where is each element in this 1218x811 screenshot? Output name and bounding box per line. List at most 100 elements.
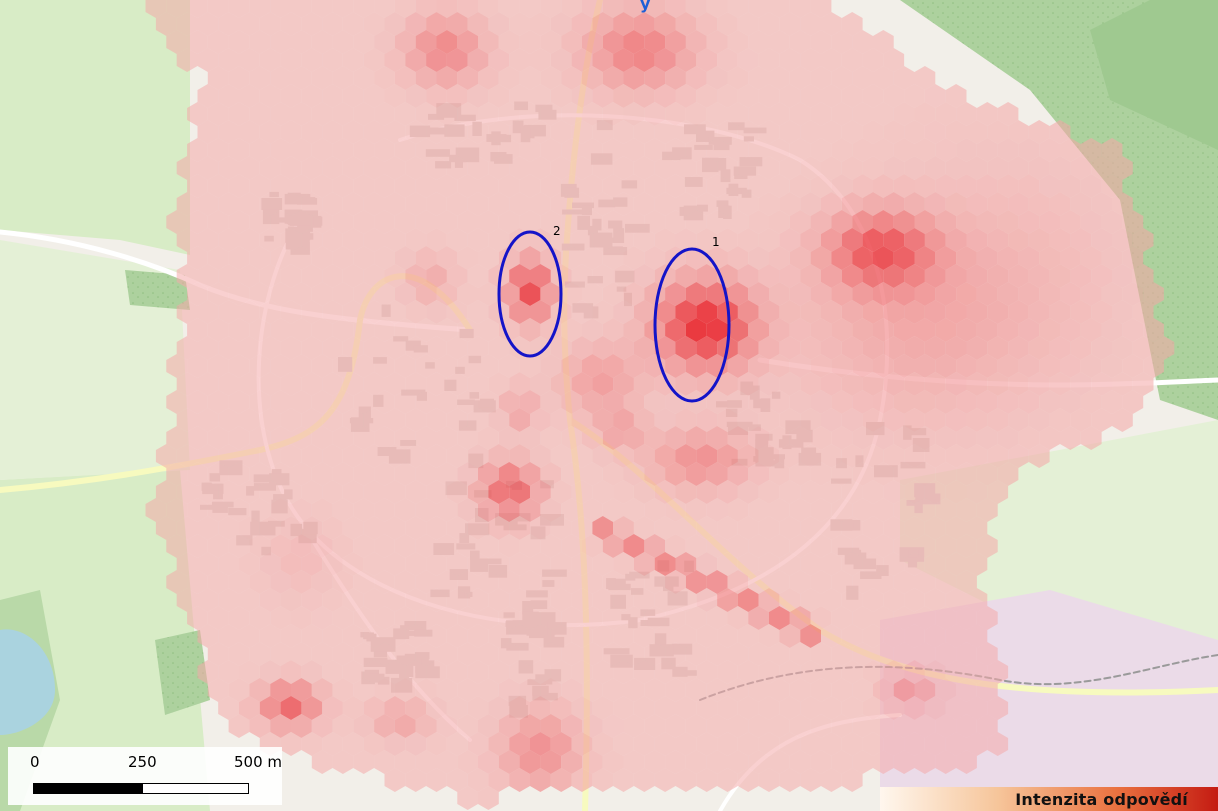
hex-cell [571,84,593,108]
hex-cell [904,300,925,324]
hex-cell [197,156,219,180]
hex-cell [550,12,572,36]
hex-cell [623,138,645,162]
hex-cell [633,120,655,144]
hex-cell [1122,354,1144,378]
hex-cell [280,228,302,252]
legend-title: Intenzita odpovědí [1015,790,1188,809]
hex-cell [426,12,447,36]
hex-cell [457,750,478,774]
hex-cell [249,426,271,450]
hex-cell [218,156,239,180]
hex-cell [1049,228,1071,252]
hex-cell [446,192,468,216]
hex-cell [291,462,312,486]
hex-cell [498,642,520,666]
hex-cell [883,300,905,324]
hex-cell [446,300,468,324]
hex-cell [935,174,957,198]
hex-cell [935,498,957,522]
hex-cell [301,228,323,252]
hex-cell [675,732,697,756]
hex-cell [415,318,437,342]
hex-cell [779,192,801,216]
hex-cell [426,480,447,504]
hex-cell [966,660,988,684]
hex-cell [717,444,738,468]
hex-cell [519,606,541,630]
hex-cell [259,336,281,360]
hex-cell [935,606,957,630]
hex-cell [613,624,634,648]
hex-cell [633,624,655,648]
hex-cell [405,732,427,756]
hex-cell [956,534,977,558]
hex-cell [467,84,489,108]
hex-cell [883,192,905,216]
hex-cell [675,264,697,288]
hex-cell [197,48,219,72]
hex-cell [519,390,541,414]
hex-cell [966,516,988,540]
hex-cell [976,462,998,486]
hex-cell [197,408,219,432]
hex-cell [228,534,250,558]
hex-cell [1070,408,1092,432]
hex-cell [758,660,780,684]
hex-cell [519,246,541,270]
hex-cell [873,174,894,198]
hex-cell [592,696,614,720]
hex-cell [374,174,395,198]
hex-cell [353,534,375,558]
hex-cell [561,534,582,558]
hex-cell [301,624,323,648]
hex-cell [239,552,260,576]
hex-cell [602,426,624,450]
hex-cell [342,84,364,108]
hex-cell [644,174,666,198]
hex-cell [862,696,884,720]
hex-cell [966,300,988,324]
hex-cell [478,66,499,90]
hex-cell [498,534,520,558]
hex-cell [280,408,302,432]
hex-cell [530,408,551,432]
hex-cell [467,120,489,144]
hex-cell [498,282,520,306]
hex-cell [644,426,666,450]
hex-cell [187,570,208,594]
hex-cell [1070,264,1092,288]
hex-cell [873,426,894,450]
hex-cell [187,390,208,414]
hex-cell [623,390,645,414]
hex-cell [322,480,343,504]
hex-cell [976,102,998,126]
hex-cell [384,264,406,288]
hex-cell [737,588,759,612]
hex-cell [810,210,832,234]
hex-cell [613,336,634,360]
hex-cell [530,264,551,288]
hex-cell [883,372,905,396]
hex-cell [249,318,271,342]
hex-cell [446,516,468,540]
hex-cell [654,660,676,684]
hex-cell [966,192,988,216]
hex-cell [633,516,655,540]
hex-cell [426,516,447,540]
hex-cell [893,66,915,90]
hex-cell [924,732,946,756]
hex-cell [1112,156,1133,180]
hex-cell [1060,354,1081,378]
hex-cell [197,660,219,684]
hex-cell [332,390,354,414]
hex-cell [207,390,229,414]
hex-cell [415,570,437,594]
hex-cell [956,426,977,450]
hex-cell [353,642,375,666]
hex-cell [862,120,884,144]
hex-cell [363,264,385,288]
hex-cell [363,300,385,324]
